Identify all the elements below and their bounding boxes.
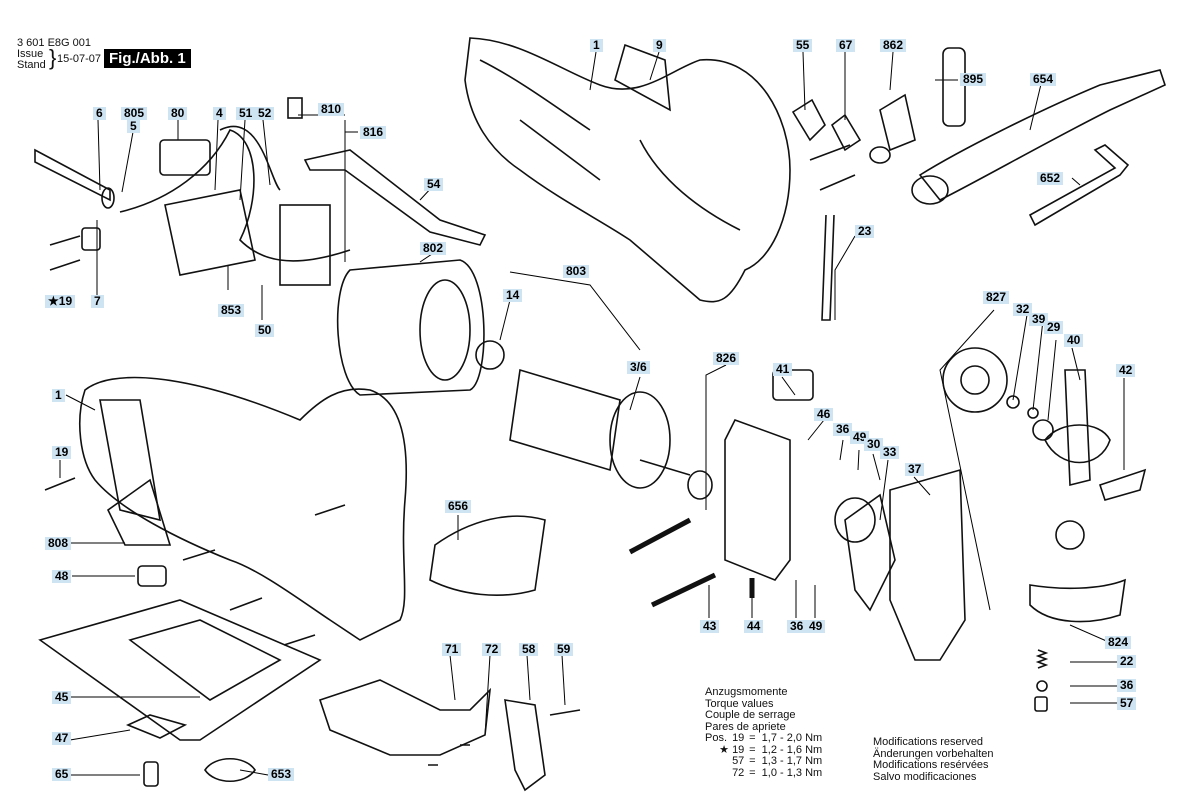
callout-808: 808 <box>45 537 72 550</box>
issue-label: Issue <box>17 48 44 60</box>
modifications-en: Modifications reserved <box>873 736 984 748</box>
callout-58: 58 <box>519 643 539 656</box>
callout-47: 47 <box>52 732 72 745</box>
callout-810: 810 <box>318 103 345 116</box>
callout-895: 895 <box>960 73 987 86</box>
callout-824: 824 <box>1105 636 1132 649</box>
callout-805: 805 <box>121 107 148 120</box>
doc-number: 3 601 E8G 001 <box>17 37 92 49</box>
torque-title-en: Torque values <box>705 697 774 710</box>
callout-43: 43 <box>700 620 720 633</box>
callout-49b: 49 <box>806 620 826 633</box>
callout-7: 7 <box>91 295 104 308</box>
callout-803: 803 <box>563 265 590 278</box>
callout-816: 816 <box>360 126 387 139</box>
callout-55: 55 <box>793 39 813 52</box>
torque-title-de: Anzugsmomente <box>705 686 788 698</box>
callout-653: 653 <box>268 768 295 781</box>
callout-37: 37 <box>905 463 925 476</box>
brace: } <box>49 45 57 70</box>
callout-59: 59 <box>554 643 574 656</box>
modifications-es: Salvo modificaciones <box>873 770 977 783</box>
callout-4: 4 <box>213 107 226 120</box>
callout-29: 29 <box>1044 321 1064 334</box>
callout-42: 42 <box>1116 364 1136 377</box>
callout-67: 67 <box>836 39 856 52</box>
modifications-de: Änderungen vorbehalten <box>873 747 994 760</box>
callout-80: 80 <box>168 107 188 120</box>
callout-45: 45 <box>52 691 72 704</box>
callout-827: 827 <box>983 291 1010 304</box>
issue-date: 15-07-07 <box>57 53 102 65</box>
callout-72: 72 <box>482 643 502 656</box>
callout-40: 40 <box>1064 334 1084 347</box>
callout-33: 33 <box>880 446 900 459</box>
callout-826: 826 <box>713 352 740 365</box>
callout-32: 32 <box>1013 303 1033 316</box>
callout-54: 54 <box>424 178 444 191</box>
callout-19b: 19 <box>52 446 72 459</box>
torque-row: Pos. 19 = 1,7 - 2,0 Nm <box>705 732 823 744</box>
callout-1-top: 1 <box>590 39 603 52</box>
callout-14: 14 <box>503 289 523 302</box>
callout-46: 46 <box>814 408 834 421</box>
callout-44: 44 <box>744 620 764 633</box>
callout-39: 39 <box>1029 313 1049 326</box>
callout-36b: 36 <box>787 620 807 633</box>
callout-652: 652 <box>1037 172 1064 185</box>
callout-19a: ★19 <box>45 295 76 308</box>
torque-row: ★ 19 = 1,2 - 1,6 Nm <box>719 743 823 756</box>
callout-3-6: 3/6 <box>627 361 650 374</box>
torque-notes: Anzugsmomente Torque values Couple de se… <box>705 686 823 779</box>
callout-52: 52 <box>255 107 275 120</box>
callout-22: 22 <box>1117 655 1137 668</box>
torque-title-es: Pares de apriete <box>705 720 786 733</box>
callout-6: 6 <box>93 107 106 120</box>
callout-71: 71 <box>442 643 462 656</box>
torque-title-fr: Couple de serrage <box>705 709 796 721</box>
callout-48: 48 <box>52 570 72 583</box>
callout-57: 57 <box>1117 697 1137 710</box>
callout-36c: 36 <box>1117 679 1137 692</box>
callout-65: 65 <box>52 768 72 781</box>
callout-50: 50 <box>255 324 275 337</box>
stand-label: Stand <box>17 59 46 71</box>
callout-51: 51 <box>236 107 256 120</box>
modifications-fr: Modifications resérvées <box>873 759 989 771</box>
callout-1-mid: 1 <box>52 389 65 402</box>
callout-853: 853 <box>218 304 245 317</box>
callout-862: 862 <box>880 39 907 52</box>
callout-36a: 36 <box>833 423 853 436</box>
torque-row: 57 = 1,3 - 1,7 Nm <box>732 755 823 767</box>
figure-label: Fig./Abb. 1 <box>104 49 191 68</box>
callout-802: 802 <box>420 242 447 255</box>
torque-row: 72 = 1,0 - 1,3 Nm <box>732 766 823 779</box>
callout-5: 5 <box>127 120 140 133</box>
callout-656: 656 <box>445 500 472 513</box>
modifications-notice: Modifications reserved Änderungen vorbeh… <box>873 736 994 783</box>
callout-23: 23 <box>855 225 875 238</box>
callout-41: 41 <box>773 363 793 376</box>
callout-9: 9 <box>653 39 666 52</box>
callout-30: 30 <box>864 438 884 451</box>
callout-654: 654 <box>1030 73 1057 86</box>
